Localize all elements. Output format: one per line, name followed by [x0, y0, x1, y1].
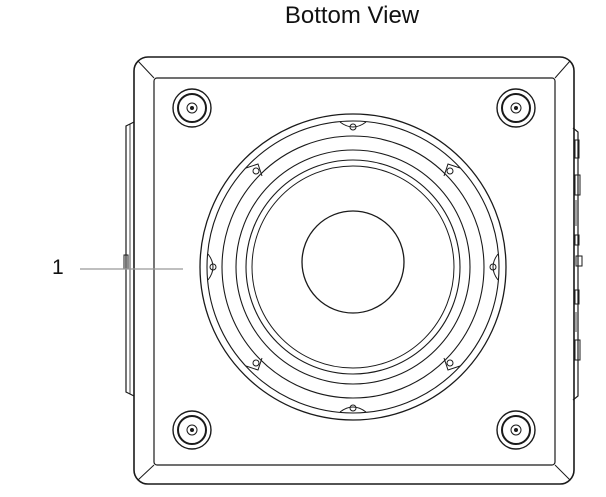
callout-number-1: 1 [52, 256, 64, 279]
driver-outer-ring [199, 113, 507, 421]
foot-bottom-left [172, 410, 212, 450]
driver-surround-outer [235, 149, 471, 385]
driver-mount-ring [206, 120, 500, 414]
screw-right [489, 253, 499, 281]
driver-cone [251, 165, 455, 369]
foot-bottom-right [496, 410, 536, 450]
left-side-panel [123, 121, 135, 397]
screw-upper-left [245, 163, 263, 177]
right-side-panel [572, 127, 583, 401]
screw-top [339, 121, 367, 131]
driver-frame-ring [221, 135, 485, 399]
screw-upper-right [443, 163, 461, 177]
inner-bevel [153, 77, 556, 466]
diagram-title: Bottom View [284, 2, 420, 29]
screw-lower-right [443, 357, 461, 371]
driver-dust-cap [301, 210, 405, 314]
foot-top-right [496, 88, 536, 128]
driver-surround-inner [245, 159, 461, 375]
corner-chamfers [137, 60, 571, 481]
foot-top-left [172, 88, 212, 128]
screw-left [207, 253, 217, 281]
outer-housing [133, 56, 575, 485]
driver [199, 113, 507, 421]
screw-lower-left [245, 357, 263, 371]
driver-mount-screws [207, 121, 499, 413]
screw-bottom [339, 404, 367, 413]
